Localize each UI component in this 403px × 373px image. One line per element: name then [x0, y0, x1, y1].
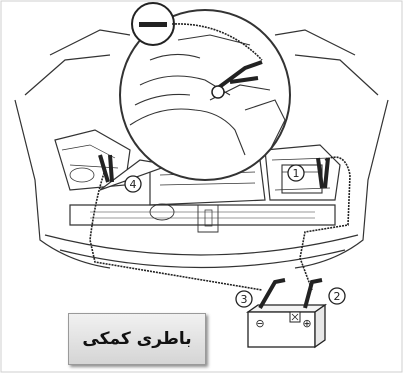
- callout-4: 4: [125, 176, 141, 192]
- callout-2: 2: [329, 288, 345, 304]
- callout-1: 1: [288, 165, 304, 181]
- booster-battery-label: باطری کمکی: [82, 329, 191, 349]
- callout-3: 3: [236, 291, 252, 307]
- callout-3-label: 3: [241, 293, 248, 306]
- booster-battery-caption: باطری کمکی: [68, 313, 206, 365]
- callout-2-label: 2: [334, 290, 341, 303]
- callout-4-label: 4: [130, 178, 137, 191]
- callout-1-label: 1: [293, 167, 300, 180]
- battery-minus-sign: ⊖: [255, 317, 264, 330]
- negative-callout: [132, 3, 174, 45]
- negative-sign-icon: [139, 22, 167, 27]
- battery-plus-sign: ⊕: [302, 317, 311, 330]
